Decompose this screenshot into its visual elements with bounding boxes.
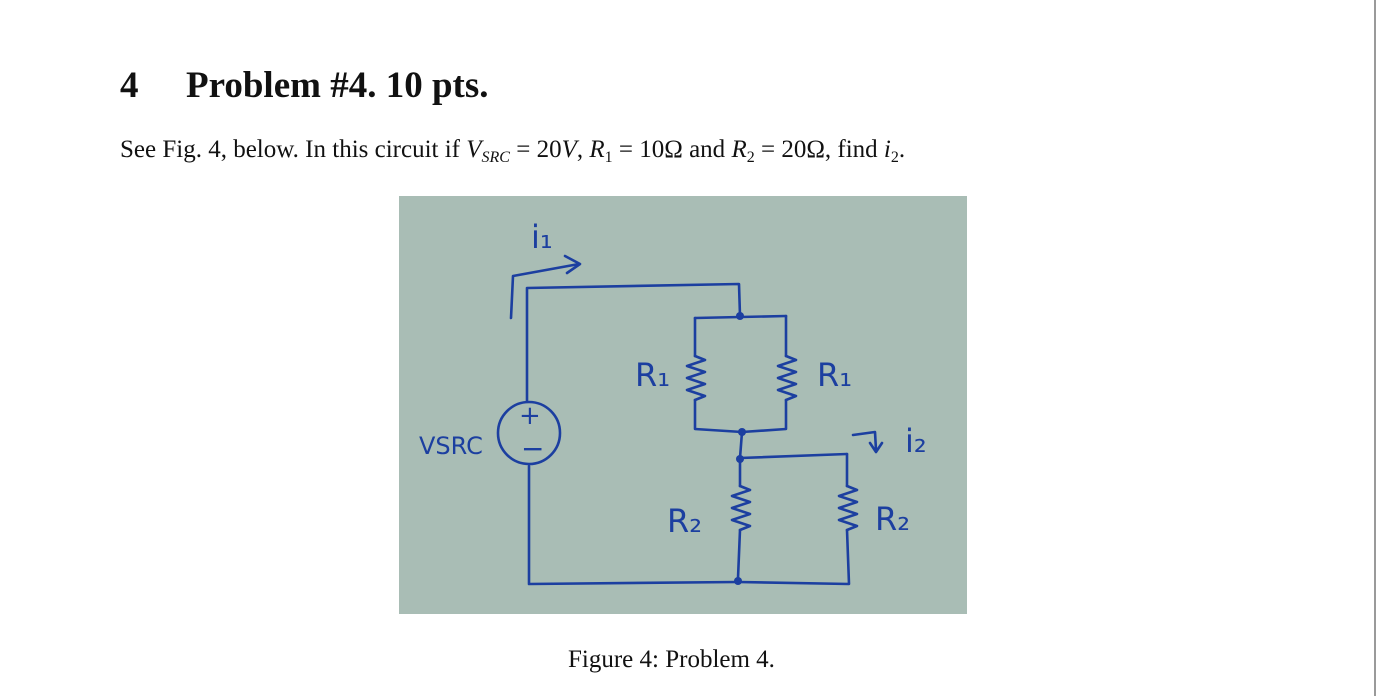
- label-i1: i₁: [531, 218, 553, 256]
- problem-statement: See Fig. 4, below. In this circuit if VS…: [120, 136, 906, 166]
- r1-subscript: 1: [604, 149, 613, 166]
- r1-symbol: R: [589, 136, 605, 163]
- i1-arrowhead: [563, 254, 582, 275]
- circuit-figure: i₁ VSRC + − R₁ R₁ i₂ R₂ R₂: [399, 196, 967, 614]
- label-r1-left: R₁: [635, 356, 670, 394]
- node-lower: [736, 455, 744, 463]
- section-heading: 4 Problem #4. 10 pts.: [120, 64, 489, 107]
- r2-value: = 20Ω, find: [754, 136, 884, 163]
- r1-right-lead-bottom: [740, 398, 788, 434]
- vsrc-symbol: V: [466, 136, 482, 163]
- problem-lead: See Fig. 4, below. In this circuit if: [120, 136, 467, 163]
- node-middle: [738, 428, 746, 436]
- r1-left-lead-bottom: [693, 398, 744, 434]
- middle-wire: [738, 430, 744, 460]
- separator: ,: [576, 136, 590, 163]
- r2-right-resistor: [837, 484, 859, 532]
- page-edge: [1374, 0, 1376, 696]
- circuit-photo: i₁ VSRC + − R₁ R₁ i₂ R₂ R₂: [399, 196, 967, 614]
- i2-arrowhead: [868, 441, 884, 454]
- i2-subscript: 2: [890, 149, 899, 166]
- section-title: Problem #4. 10 pts.: [186, 65, 489, 106]
- r2-symbol: R: [731, 136, 747, 163]
- label-plus: +: [519, 401, 541, 431]
- bottom-wire: [527, 464, 740, 586]
- r1-right-resistor: [776, 354, 798, 402]
- problem-end: .: [898, 136, 906, 163]
- label-i2: i₂: [905, 422, 927, 460]
- r2-subscript: 2: [746, 149, 755, 166]
- node-bottom: [734, 577, 742, 585]
- figure-caption: Figure 4: Problem 4.: [568, 646, 775, 673]
- node-top: [736, 312, 744, 320]
- vsrc-value: = 20: [509, 136, 562, 163]
- voltage-source-circle: [496, 400, 562, 466]
- r1-value: = 10Ω and: [612, 136, 732, 163]
- vsrc-unit: V: [561, 136, 577, 163]
- r1-left-resistor: [685, 354, 707, 402]
- r2-right-lead-bottom: [736, 528, 851, 586]
- photo-background: [399, 196, 967, 614]
- section-number: 4: [120, 65, 139, 106]
- i2-symbol: i: [883, 136, 891, 163]
- i1-arrow: [509, 262, 581, 320]
- r2-left-resistor: [730, 484, 752, 532]
- r2-left-lead-bottom: [736, 528, 742, 580]
- label-vsrc: VSRC: [419, 432, 483, 460]
- lower-top-bus: [738, 452, 849, 460]
- i2-arrow: [851, 430, 878, 452]
- label-r2-left: R₂: [667, 502, 702, 540]
- label-minus: −: [521, 432, 544, 465]
- label-r2-right: R₂: [875, 500, 910, 538]
- top-wire: [525, 282, 742, 403]
- label-r1-right: R₁: [817, 356, 852, 394]
- vsrc-subscript: SRC: [481, 149, 510, 166]
